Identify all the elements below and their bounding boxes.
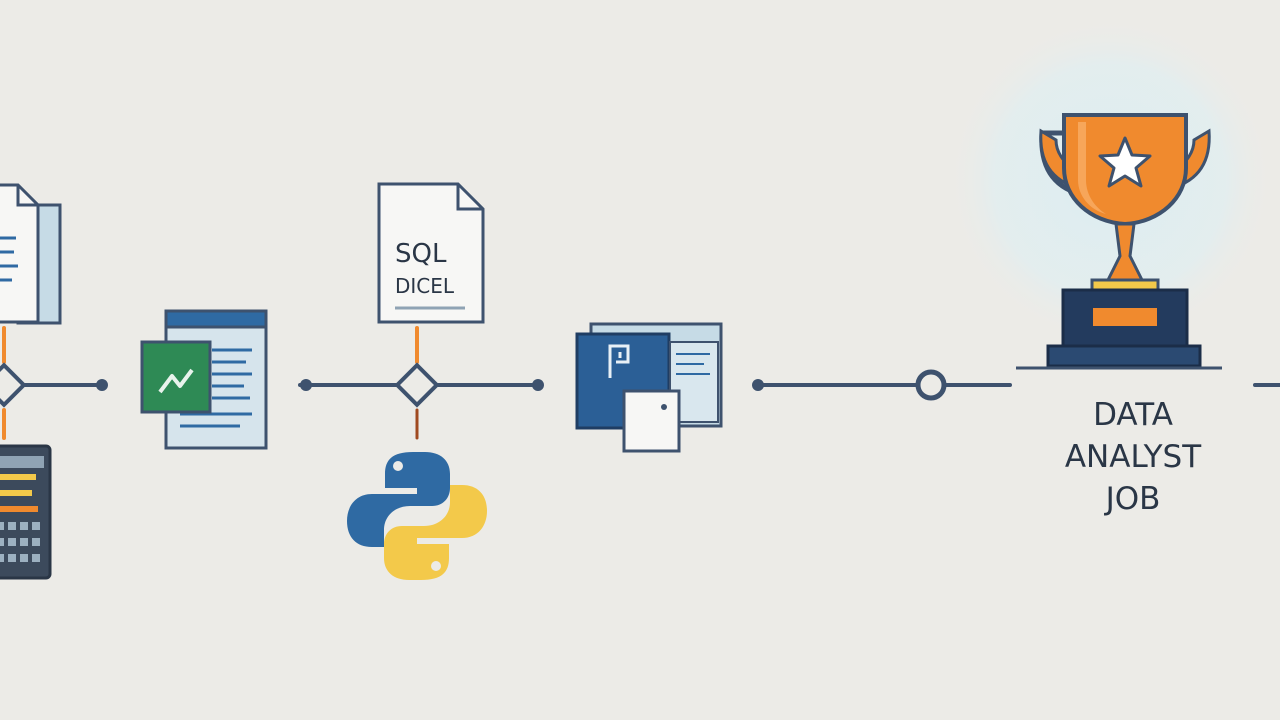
timeline-dot (96, 379, 108, 391)
goal-line-2: ANALYST (1065, 439, 1202, 475)
calculator-icon (0, 444, 52, 580)
trophy-icon (1016, 113, 1222, 370)
document-icon (0, 183, 62, 325)
timeline-dot (532, 379, 544, 391)
spreadsheet-icon (140, 309, 268, 450)
orange-connectors (2, 326, 419, 440)
python-logo-icon (347, 452, 487, 580)
timeline-dot (752, 379, 764, 391)
goal-line-3: JOB (1104, 481, 1161, 517)
timeline-dot (300, 379, 312, 391)
milestone-ring (915, 369, 947, 401)
sql-doc-line2: DICEL (395, 274, 455, 298)
goal-line-1: DATA (1093, 397, 1173, 433)
diamond-node (394, 362, 440, 408)
sql-doc-line1: SQL (395, 239, 447, 269)
goal-label: DATA ANALYST JOB (1065, 397, 1202, 517)
powerbi-icon (575, 322, 723, 453)
sql-document-icon: SQL DICEL (377, 182, 485, 324)
timeline-dots (96, 379, 764, 391)
diamond-node (0, 362, 27, 408)
